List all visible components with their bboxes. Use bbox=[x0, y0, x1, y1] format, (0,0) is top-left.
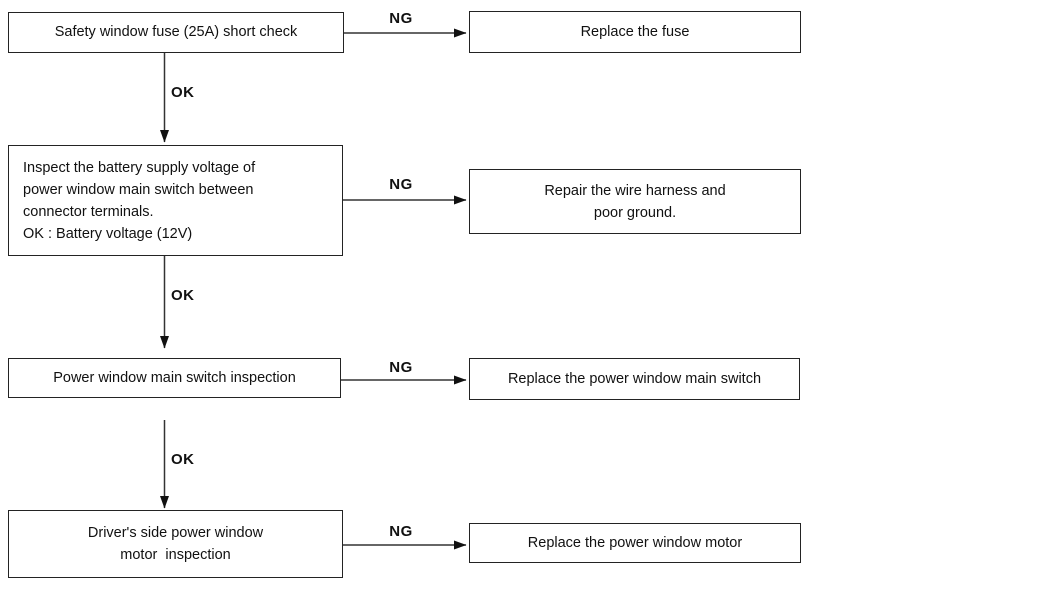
action-box-replace-fuse: Replace the fuse bbox=[469, 11, 801, 53]
ng-label-1: NG bbox=[389, 10, 413, 27]
ng-label-4: NG bbox=[389, 523, 413, 540]
ok-label-2: OK bbox=[171, 287, 195, 304]
ok-label-3: OK bbox=[171, 451, 195, 468]
action-box-replace-main-switch: Replace the power window main switch bbox=[469, 358, 800, 400]
check-box-battery-supply-voltage: Inspect the battery supply voltage of po… bbox=[8, 145, 343, 256]
ok-label-1: OK bbox=[171, 84, 195, 101]
action-box-repair-wire-harness: Repair the wire harness and poor ground. bbox=[469, 169, 801, 234]
check-box-fuse-short-check: Safety window fuse (25A) short check bbox=[8, 12, 344, 53]
action-box-replace-motor: Replace the power window motor bbox=[469, 523, 801, 563]
check-box-motor-inspection: Driver's side power window motor inspect… bbox=[8, 510, 343, 578]
check-box-main-switch-inspection: Power window main switch inspection bbox=[8, 358, 341, 398]
ng-label-2: NG bbox=[389, 176, 413, 193]
ng-label-3: NG bbox=[389, 359, 413, 376]
